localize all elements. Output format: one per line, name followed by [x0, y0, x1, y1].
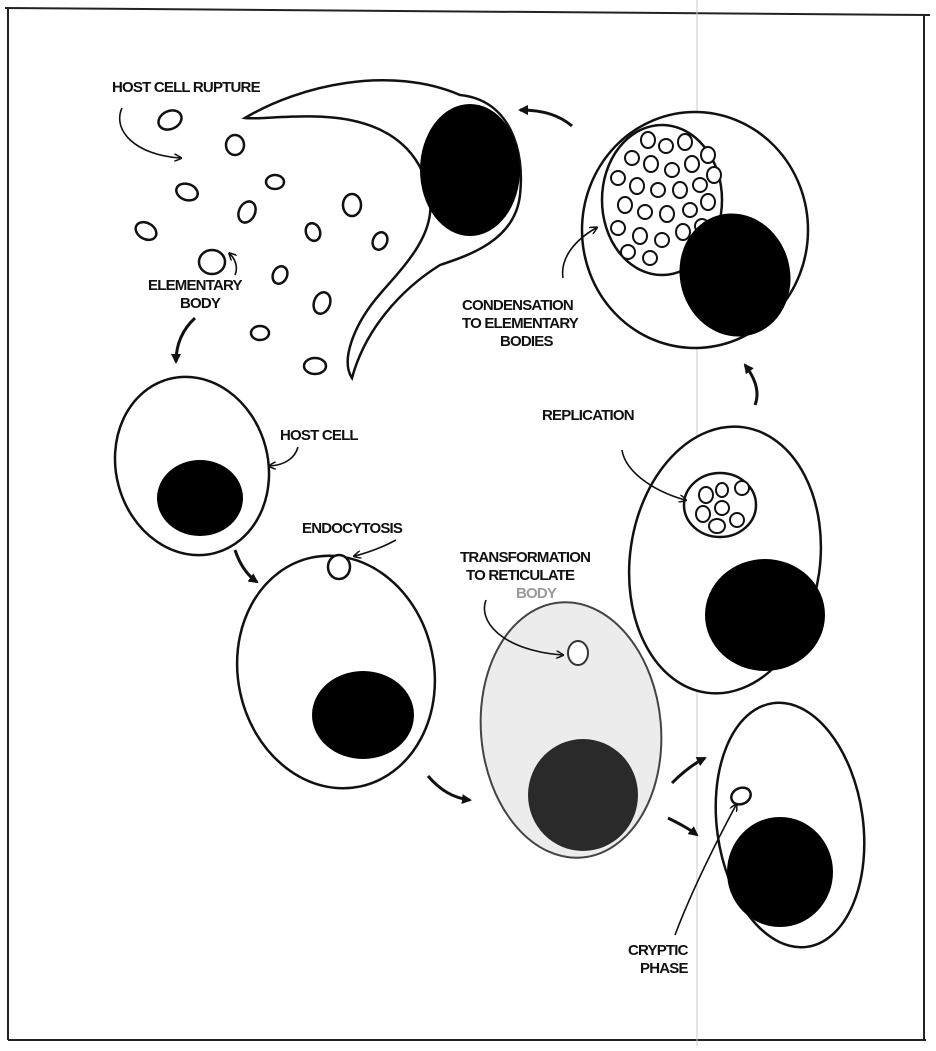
label-transformation-line2: TO RETICULATE — [466, 567, 575, 584]
label-transformation-line1: TRANSFORMATION — [460, 549, 590, 566]
label-host-cell-rupture: HOST CELL RUPTURE — [112, 79, 261, 96]
reticulate-body — [568, 641, 588, 665]
label-cryptic-phase-line2: PHASE — [640, 960, 688, 977]
label-transformation-line3: BODY — [516, 585, 557, 602]
label-elementary-body-line1: ELEMENTARY — [148, 277, 242, 294]
arrow-endocytosis-to-transformation — [428, 776, 470, 800]
condensation-cell — [582, 112, 808, 349]
arrow-transformation-to-replication — [672, 758, 705, 783]
entering-elementary-body — [328, 555, 350, 579]
host-cell — [95, 359, 288, 572]
label-cryptic-phase-line1: CRYPTIC — [628, 942, 689, 959]
arrow-elementary-to-host — [176, 318, 195, 362]
arrow-transformation-to-cryptic — [668, 818, 697, 835]
label-condensation-line2: TO ELEMENTARY — [462, 315, 579, 332]
replication-cell — [612, 414, 837, 706]
pointer-host-cell-rupture — [120, 108, 180, 158]
label-condensation-line1: CONDENSATION — [462, 297, 573, 314]
replication-cell-nucleus — [705, 559, 825, 671]
cryptic-phase-cell — [701, 693, 880, 957]
label-host-cell: HOST CELL — [280, 427, 358, 444]
ruptured-cell-nucleus — [420, 104, 520, 236]
host-cell-nucleus — [157, 460, 243, 536]
label-replication: REPLICATION — [542, 407, 634, 424]
pointer-elementary-body — [230, 254, 236, 275]
label-elementary-body-line2: BODY — [180, 295, 221, 312]
highlighted-elementary-body — [199, 250, 225, 274]
cryptic-cell-nucleus — [727, 817, 833, 927]
label-condensation-line3: BODIES — [500, 333, 554, 350]
released-elementary-bodies — [132, 107, 390, 374]
pointer-host-cell — [270, 447, 298, 466]
pointer-endocytosis — [355, 540, 396, 556]
endocytosis-cell-nucleus — [312, 671, 414, 759]
label-endocytosis: ENDOCYTOSIS — [302, 520, 403, 537]
ruptured-host-cell — [245, 80, 521, 378]
arrow-host-to-endocytosis — [235, 550, 257, 582]
arrow-condensation-to-rupture — [520, 110, 572, 126]
transformation-cell-nucleus — [528, 739, 638, 851]
arrow-replication-to-condensation — [745, 365, 757, 405]
